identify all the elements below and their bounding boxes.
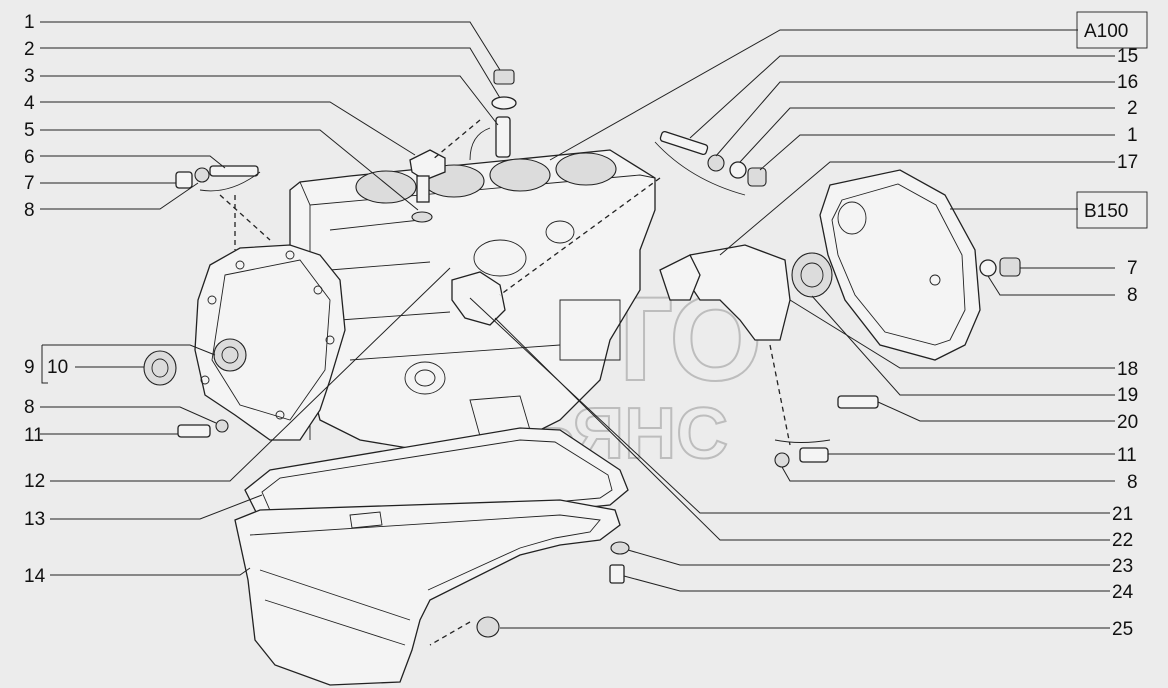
ref-a100: A100 (1084, 21, 1128, 42)
callout-3: 3 (24, 66, 35, 87)
ref-b150: B150 (1084, 201, 1128, 222)
rear-gasket (819, 169, 981, 361)
reference-boxes (1076, 11, 1148, 229)
callout-15: 15 (1117, 46, 1138, 67)
callout-21: 21 (1112, 504, 1133, 525)
callout-17: 17 (1117, 152, 1138, 173)
callout-7b: 7 (1127, 258, 1138, 279)
callout-24: 24 (1112, 582, 1134, 603)
callout-10: 10 (47, 357, 68, 378)
callout-2b: 2 (1127, 98, 1138, 119)
assembly-arrows (199, 119, 831, 646)
callout-8d: 8 (1127, 472, 1138, 493)
callout-2: 2 (24, 39, 35, 60)
callout-4: 4 (24, 93, 35, 114)
callout-8b: 8 (24, 397, 35, 418)
callout-16: 16 (1117, 72, 1138, 93)
oil-pan (234, 499, 621, 686)
callout-1: 1 (24, 12, 35, 33)
front-cover (194, 244, 346, 441)
callout-8c: 8 (1127, 285, 1138, 306)
callout-13: 13 (24, 509, 45, 530)
callout-20: 20 (1117, 412, 1138, 433)
callout-1b: 1 (1127, 125, 1138, 146)
callout-12: 12 (24, 471, 45, 492)
callout-19: 19 (1117, 385, 1138, 406)
callout-23: 23 (1112, 556, 1133, 577)
callout-5: 5 (24, 120, 35, 141)
callout-22: 22 (1112, 530, 1133, 551)
small-parts (143, 69, 1021, 638)
callout-25: 25 (1112, 619, 1133, 640)
callout-9: 9 (24, 357, 35, 378)
callout-11: 11 (24, 425, 44, 446)
callout-labels: 1 2 3 4 5 6 7 8 9 10 8 11 12 13 14 15 16… (24, 12, 1138, 640)
callout-14: 14 (24, 566, 46, 587)
rear-seal-carrier (659, 244, 833, 341)
callout-11b: 11 (1117, 445, 1137, 466)
callout-6: 6 (24, 147, 35, 168)
callout-8: 8 (24, 200, 35, 221)
callout-18: 18 (1117, 359, 1138, 380)
callout-7: 7 (24, 173, 35, 194)
leader-lines (40, 21, 1115, 629)
